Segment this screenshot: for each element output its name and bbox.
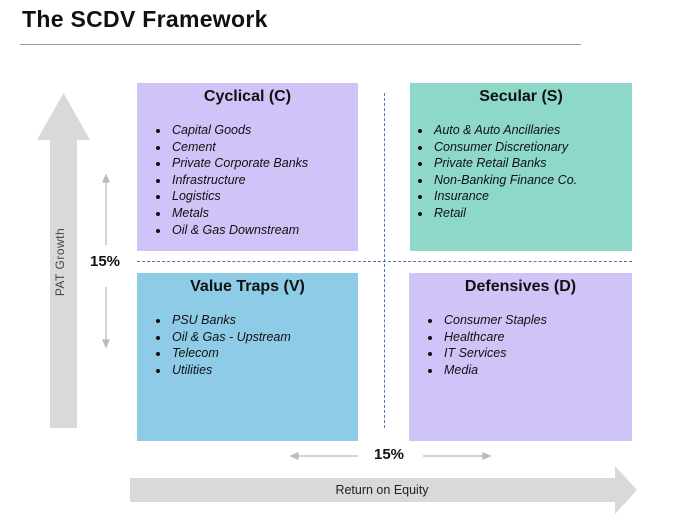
list-item: Oil & Gas - Upstream xyxy=(170,329,358,346)
list-item: Private Retail Banks xyxy=(432,155,632,172)
vertical-divider xyxy=(384,93,385,428)
list-item: IT Services xyxy=(442,345,632,362)
list-item: Insurance xyxy=(432,188,632,205)
quadrant-secular: Secular (S) Auto & Auto Ancillaries Cons… xyxy=(410,83,632,251)
list-item: Infrastructure xyxy=(170,172,358,189)
quadrant-cyclical: Cyclical (C) Capital Goods Cement Privat… xyxy=(137,83,358,251)
y-threshold-arrows xyxy=(102,173,110,349)
list-item: Media xyxy=(442,362,632,379)
x-threshold-label: 15% xyxy=(374,446,405,463)
y-axis-label: PAT Growth xyxy=(53,227,67,297)
list-item: PSU Banks xyxy=(170,312,358,329)
quadrant-title: Cyclical (C) xyxy=(203,88,292,105)
list-item: Auto & Auto Ancillaries xyxy=(432,122,632,139)
list-item: Consumer Discretionary xyxy=(432,139,632,156)
y-axis-arrow xyxy=(37,93,90,428)
list-item: Metals xyxy=(170,205,358,222)
x-axis-arrow xyxy=(130,466,637,514)
quadrant-defensives: Defensives (D) Consumer Staples Healthca… xyxy=(409,273,632,441)
quadrant-title: Secular (S) xyxy=(479,88,563,105)
title-underline xyxy=(20,44,581,45)
quadrant-value-traps: Value Traps (V) PSU Banks Oil & Gas - Up… xyxy=(137,273,358,441)
list-item: Oil & Gas Downstream xyxy=(170,222,358,239)
x-axis-label: Return on Equity xyxy=(335,483,429,497)
quadrant-title: Value Traps (V) xyxy=(190,278,305,295)
x-threshold-arrows xyxy=(289,452,492,460)
list-item: Cement xyxy=(170,139,358,156)
page-title: The SCDV Framework xyxy=(22,6,268,32)
list-item: Capital Goods xyxy=(170,122,358,139)
list-item: Telecom xyxy=(170,345,358,362)
quadrant-title: Defensives (D) xyxy=(464,278,577,295)
list-item: Retail xyxy=(432,205,632,222)
list-item: Consumer Staples xyxy=(442,312,632,329)
list-item: Non-Banking Finance Co. xyxy=(432,172,632,189)
list-item: Logistics xyxy=(170,188,358,205)
list-item: Private Corporate Banks xyxy=(170,155,358,172)
y-threshold-label: 15% xyxy=(90,253,121,270)
list-item: Utilities xyxy=(170,362,358,379)
list-item: Healthcare xyxy=(442,329,632,346)
